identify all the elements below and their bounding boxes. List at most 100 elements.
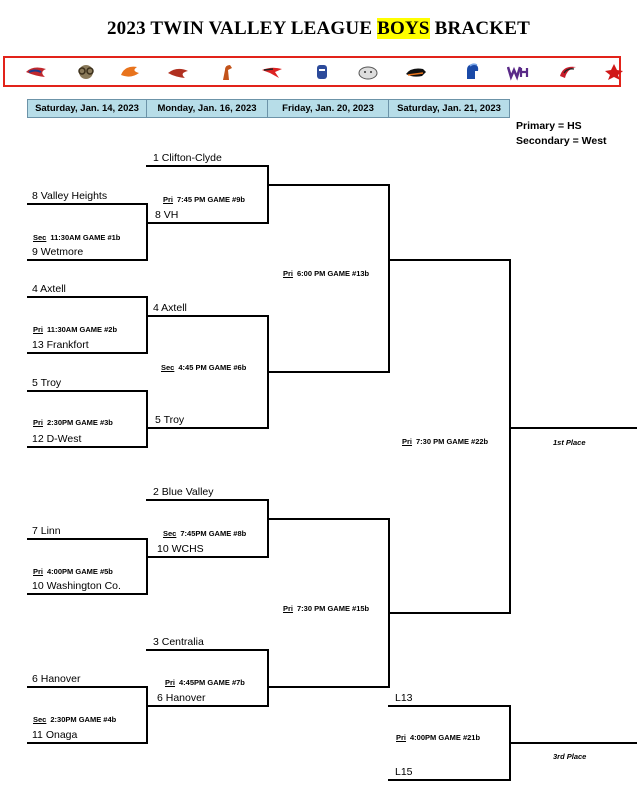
game-time: 2:30PM GAME #4b <box>50 715 117 724</box>
bracket-line <box>27 446 147 448</box>
horse-logo <box>223 65 232 80</box>
bracket-line <box>146 203 148 261</box>
game-time: 4:00PM GAME #5b <box>47 567 113 576</box>
bracket-line <box>146 427 268 429</box>
date-header: Friday, Jan. 20, 2023 <box>267 99 389 118</box>
bracket-line <box>27 593 147 595</box>
bracket-line <box>27 296 147 298</box>
bracket-line <box>267 518 389 520</box>
bracket-line <box>146 686 148 744</box>
game-level: Pri <box>396 733 407 742</box>
game-level: Pri <box>402 437 413 446</box>
bracket-line <box>388 184 390 373</box>
legend-primary: Primary = HS <box>516 120 582 132</box>
team-slot: 8 Valley Heights <box>32 190 108 202</box>
bracket-line <box>146 556 268 558</box>
red-mascot-logo <box>605 64 623 80</box>
team-logo-strip <box>3 56 623 87</box>
bird-logo <box>168 68 188 78</box>
wh-logo <box>507 66 529 81</box>
team-slot: 10 Washington Co. <box>32 580 121 592</box>
bracket-line <box>267 686 389 688</box>
first-place-label: 1st Place <box>553 438 586 447</box>
knight-logo <box>317 65 327 79</box>
bracket-line <box>509 742 637 744</box>
team-slot: 9 Wetmore <box>32 246 84 258</box>
team-slot: 7 Linn <box>32 525 61 537</box>
date-header: Saturday, Jan. 21, 2023 <box>388 99 510 118</box>
game-level: Sec <box>33 715 47 724</box>
game-time: 7:45 PM GAME #9b <box>177 195 245 204</box>
bracket-line <box>146 705 268 707</box>
bracket-line <box>146 222 268 224</box>
game-level: Pri <box>283 269 294 278</box>
team-slot: 1 Clifton-Clyde <box>153 152 222 164</box>
date-header: Saturday, Jan. 14, 2023 <box>27 99 147 118</box>
team-slot: 13 Frankfort <box>32 339 89 351</box>
bracket-line <box>146 315 268 317</box>
bracket-line <box>267 165 269 224</box>
game-time: 6:00 PM GAME #13b <box>297 269 370 278</box>
game-level: Sec <box>163 529 177 538</box>
swoosh-logo <box>560 66 576 78</box>
game-level: Pri <box>163 195 174 204</box>
bracket-line <box>146 499 268 501</box>
bracket-line <box>388 779 510 781</box>
game-level: Pri <box>165 678 176 687</box>
game-time: 2:30PM GAME #3b <box>47 418 113 427</box>
bracket-line <box>388 518 390 688</box>
game-time: 4:45PM GAME #7b <box>179 678 245 687</box>
team-slot: 5 Troy <box>155 414 185 426</box>
buffalo-logo <box>406 68 426 77</box>
team-slot: L15 <box>395 766 413 778</box>
bracket-line <box>27 390 147 392</box>
bracket-line <box>146 296 148 354</box>
game-time: 7:45PM GAME #8b <box>180 529 247 538</box>
game-time: 11:30AM GAME #1b <box>50 233 121 242</box>
bracket-line <box>146 538 148 595</box>
team-slot: 8 VH <box>155 209 179 221</box>
page-title: 2023 TWIN VALLEY LEAGUE BOYS BRACKET <box>106 18 531 39</box>
team-slot: 4 Axtell <box>32 283 66 295</box>
game-time: 11:30AM GAME #2b <box>47 325 118 334</box>
bracket-line <box>388 612 510 614</box>
bracket-line <box>27 686 147 688</box>
bracket-line <box>388 259 510 261</box>
bracket-line <box>267 184 389 186</box>
team-slot: 11 Onaga <box>32 729 78 741</box>
spartan-logo <box>467 63 479 79</box>
falcon-logo <box>262 67 282 78</box>
bracket-line <box>267 371 389 373</box>
bracket-line <box>27 203 147 205</box>
team-slot: 6 Hanover <box>32 673 81 685</box>
bracket-line <box>146 390 148 448</box>
game-time: 4:45 PM GAME #6b <box>178 363 247 372</box>
bracket-line <box>27 352 147 354</box>
game-level: Pri <box>283 604 294 613</box>
third-place-label: 3rd Place <box>553 752 587 761</box>
team-slot: 10 WCHS <box>157 543 204 555</box>
bracket-line <box>388 705 510 707</box>
team-slot: 12 D-West <box>32 433 82 445</box>
ram-logo <box>78 65 94 79</box>
team-slot: 2 Blue Valley <box>153 486 214 498</box>
bracket-line <box>267 499 269 558</box>
legend-secondary: Secondary = West <box>516 135 607 147</box>
bracket-line <box>146 165 268 167</box>
bracket-line <box>146 649 268 651</box>
team-slot: L13 <box>395 692 413 704</box>
team-slot: 4 Axtell <box>153 302 187 314</box>
game-level: Pri <box>33 567 44 576</box>
bracket-line <box>27 742 147 744</box>
game-time: 7:30 PM GAME #15b <box>297 604 370 613</box>
